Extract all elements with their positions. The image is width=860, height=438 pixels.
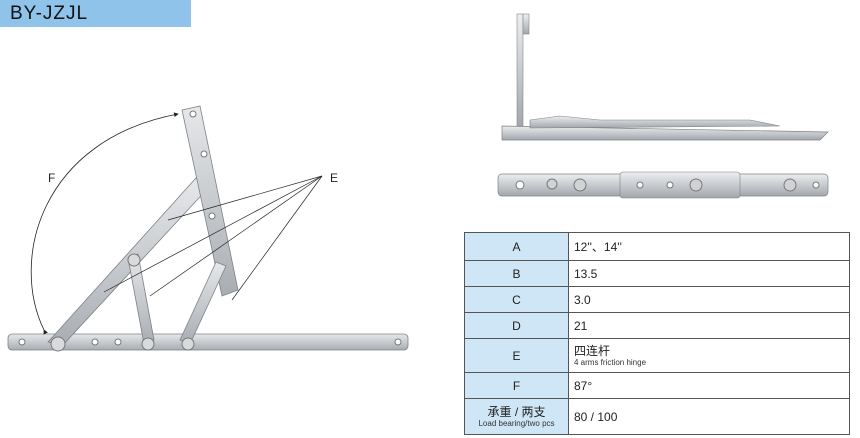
spec-value: 80 / 100 — [568, 398, 850, 435]
open-hinge-diagram: F E — [7, 105, 409, 352]
spec-row-a: A 12''、14'' — [464, 232, 850, 261]
spec-row-f: F 87° — [464, 372, 850, 399]
closed-hinge-side-view — [501, 13, 829, 141]
spec-row-c: C 3.0 — [464, 286, 850, 313]
title-banner: BY-JZJL — [0, 0, 191, 27]
spec-key: 承重 / 两支 — [487, 404, 546, 419]
closed-hinge-top-view — [497, 171, 829, 199]
spec-value: 3.0 — [568, 286, 850, 313]
label-f: F — [48, 171, 55, 185]
opening-angle-arc — [30, 112, 179, 335]
spec-key: C — [464, 286, 569, 313]
product-code: BY-JZJL — [10, 2, 89, 24]
spec-value: 四连杆 — [574, 343, 611, 358]
spec-key-cell: 承重 / 两支 Load bearing/two pcs — [464, 398, 569, 435]
spec-row-e: E 四连杆 4 arms friction hinge — [464, 338, 850, 373]
spec-row-b: B 13.5 — [464, 260, 850, 287]
base-track — [7, 333, 409, 351]
spec-key: F — [464, 372, 569, 399]
spec-row-d: D 21 — [464, 312, 850, 339]
link-arm — [179, 261, 227, 345]
spec-table: A 12''、14'' B 13.5 C 3.0 D 21 E 四连杆 4 ar… — [464, 232, 850, 435]
spec-key-sub: Load bearing/two pcs — [478, 418, 555, 428]
spec-value-sub: 4 arms friction hinge — [574, 357, 647, 367]
spec-value-cell: 四连杆 4 arms friction hinge — [568, 338, 850, 373]
spec-key: B — [464, 260, 569, 287]
sash-arm — [181, 105, 239, 297]
spec-key: D — [464, 312, 569, 339]
spec-value: 13.5 — [568, 260, 850, 287]
spec-value: 12''、14'' — [568, 232, 850, 261]
spec-key: E — [464, 338, 569, 373]
spec-row-load: 承重 / 两支 Load bearing/two pcs 80 / 100 — [464, 398, 850, 435]
spec-key: A — [464, 232, 569, 261]
spec-value: 87° — [568, 372, 850, 399]
spec-value: 21 — [568, 312, 850, 339]
label-e: E — [330, 171, 338, 185]
